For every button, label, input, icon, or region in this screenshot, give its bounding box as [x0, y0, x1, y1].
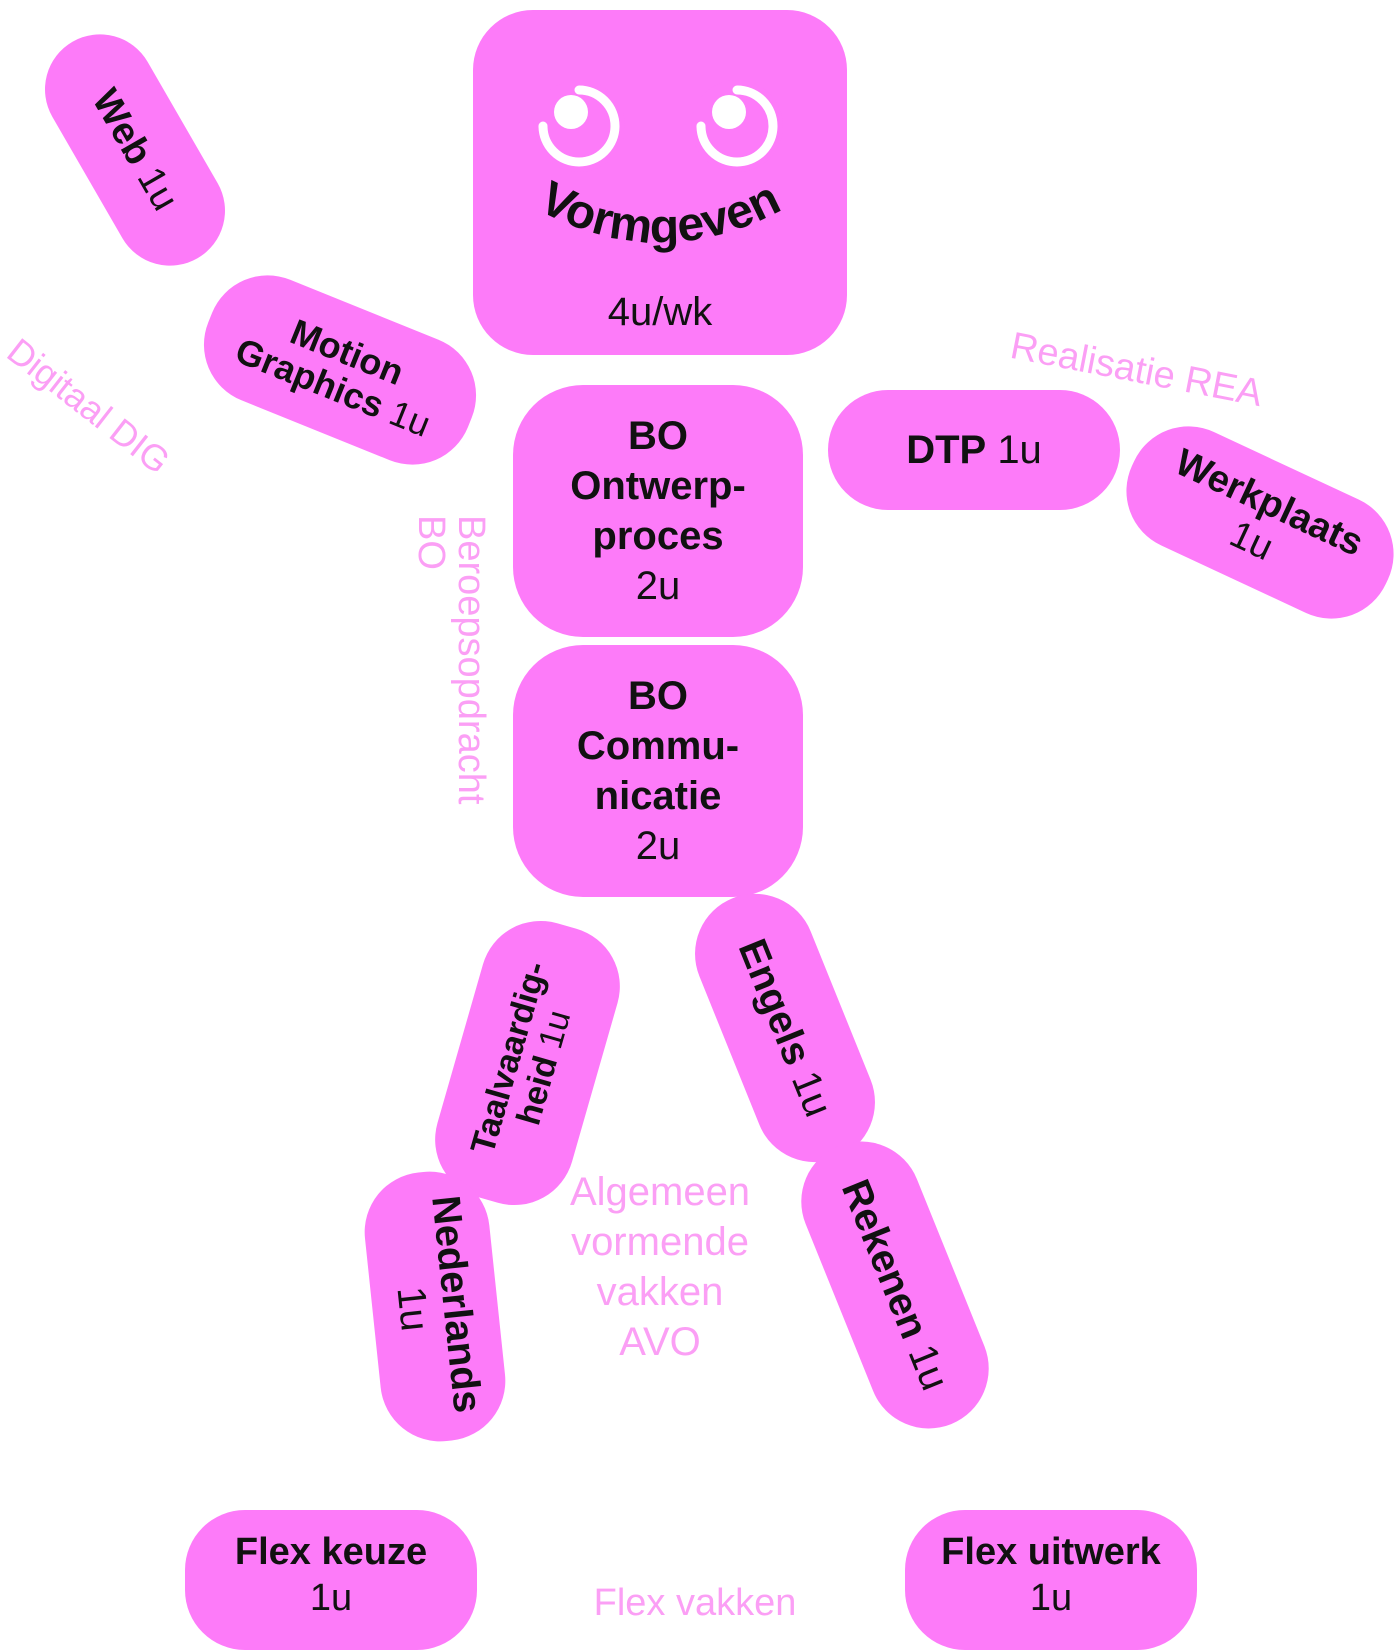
head-title-arc: Vormgeven: [473, 170, 847, 280]
subject-web-name: Web: [84, 81, 161, 172]
group-avo-line3: vakken: [596, 1270, 724, 1314]
subject-bo-ontwerp-line3: proces: [592, 514, 724, 558]
subject-rekenen-name: Rekenen: [833, 1173, 937, 1345]
group-avo-line1: Algemeen: [569, 1170, 751, 1214]
group-beroeps-label: Beroepsopdracht BO: [410, 515, 492, 805]
head-hours: 4u/wk: [607, 290, 713, 334]
subject-bo-ontwerp-line2: Ontwerp-: [570, 464, 746, 508]
group-flex-label: Flex vakken: [593, 1582, 797, 1624]
subject-bo-comm-line2: Commu-: [576, 724, 740, 768]
subject-flex-keuze: Flex keuze 1u: [185, 1510, 477, 1650]
group-beroeps-line2: BO: [410, 515, 453, 570]
subject-motion-hours: 1u: [383, 391, 437, 445]
group-avo-label: Algemeen vormende vakken AVO: [540, 1167, 780, 1367]
group-digitaal-label: Digitaal DIG: [0, 330, 178, 482]
subject-flex-uitwerk-name: Flex uitwerk: [941, 1531, 1161, 1573]
subject-flex-keuze-hours: 1u: [309, 1576, 353, 1619]
svg-text:Vormgeven: Vormgeven: [532, 172, 788, 255]
group-avo-line2: vormende: [571, 1220, 749, 1264]
subject-flex-uitwerk: Flex uitwerk 1u: [905, 1510, 1197, 1650]
subject-rekenen-hours: 1u: [900, 1338, 958, 1397]
subject-bo-comm-line1: BO: [628, 674, 688, 718]
subject-bo-communicatie: BO Commu- nicatie 2u: [513, 645, 803, 897]
subject-nederlands-hours: 1u: [388, 1284, 438, 1334]
subject-bo-ontwerpproces: BO Ontwerp- proces 2u: [513, 385, 803, 637]
right-eye-icon: [691, 80, 783, 172]
subject-web-hours: 1u: [129, 159, 187, 218]
subject-flex-uitwerk-hours: 1u: [1029, 1576, 1073, 1619]
subject-bo-comm-hours: 2u: [635, 824, 681, 868]
group-avo-line4: AVO: [619, 1320, 701, 1364]
subject-motion-graphics: Motion Graphics 1u: [185, 257, 495, 483]
head-vormgeven: Vormgeven 4u/wk: [473, 10, 847, 355]
left-eye-icon: [533, 80, 625, 172]
subject-dtp: DTP 1u: [828, 390, 1120, 510]
subject-web: Web 1u: [24, 14, 246, 286]
head-title: Vormgeven: [532, 172, 788, 255]
subject-bo-ontwerp-hours: 2u: [635, 564, 681, 608]
subject-engels: Engels 1u: [676, 875, 894, 1181]
subject-dtp-hours: 1u: [997, 427, 1042, 472]
subject-engels-hours: 1u: [783, 1064, 841, 1123]
subject-bo-ontwerp-line1: BO: [628, 414, 688, 458]
subject-werkplaats: Werkplaats 1u: [1106, 406, 1400, 639]
subject-flex-keuze-name: Flex keuze: [234, 1531, 428, 1573]
subject-dtp-name: DTP: [906, 427, 987, 472]
subject-engels-name: Engels: [730, 932, 821, 1072]
subject-nederlands: Nederlands 1u: [358, 1165, 512, 1448]
subject-rekenen: Rekenen 1u: [783, 1123, 1007, 1447]
subject-bo-comm-line3: nicatie: [594, 774, 722, 818]
group-beroeps-line1: Beroepsopdracht: [450, 515, 492, 805]
